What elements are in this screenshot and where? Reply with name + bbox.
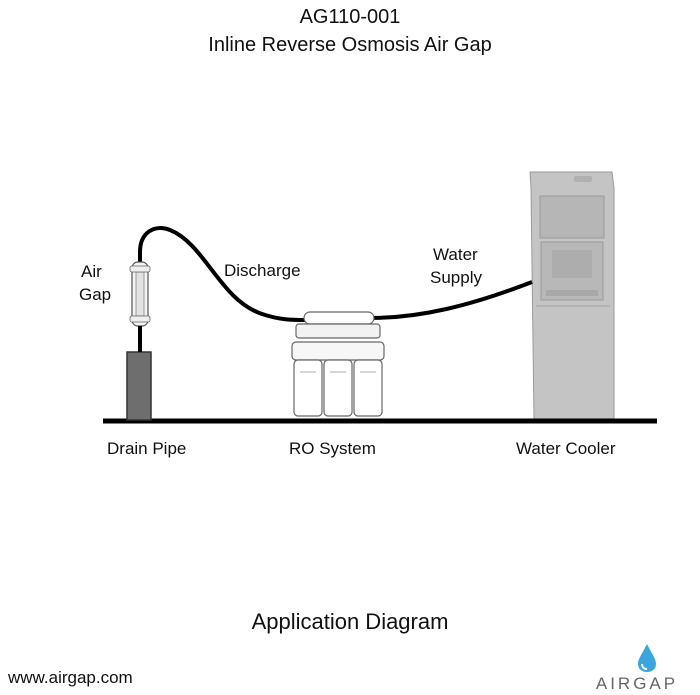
- ro-system-illustration: [291, 311, 385, 417]
- water-cooler-illustration: [529, 171, 615, 421]
- website-link[interactable]: www.airgap.com: [8, 668, 133, 687]
- logo-wordmark: AIRGAP: [596, 674, 678, 692]
- discharge-tube: [138, 226, 307, 352]
- air-gap-label-line2: Gap: [79, 285, 112, 304]
- drain-pipe-label: Drain Pipe: [107, 439, 187, 458]
- air-gap-device: [129, 261, 151, 352]
- footer-title: Application Diagram: [251, 609, 449, 634]
- drain-pipe-illustration: [126, 351, 152, 421]
- water-cooler-label: Water Cooler: [516, 439, 616, 458]
- water-supply-label-line2: Supply: [430, 268, 482, 287]
- water-supply-label-line1: Water: [433, 245, 478, 264]
- model-number: AG110-001: [299, 6, 401, 28]
- water-supply-tube: [369, 280, 533, 320]
- air-gap-label-line1: Air: [81, 262, 102, 281]
- product-name: Inline Reverse Osmosis Air Gap: [208, 34, 492, 56]
- discharge-label: Discharge: [224, 261, 301, 280]
- ro-system-label: RO System: [289, 439, 376, 458]
- airgap-logo: AIRGAP: [596, 644, 678, 692]
